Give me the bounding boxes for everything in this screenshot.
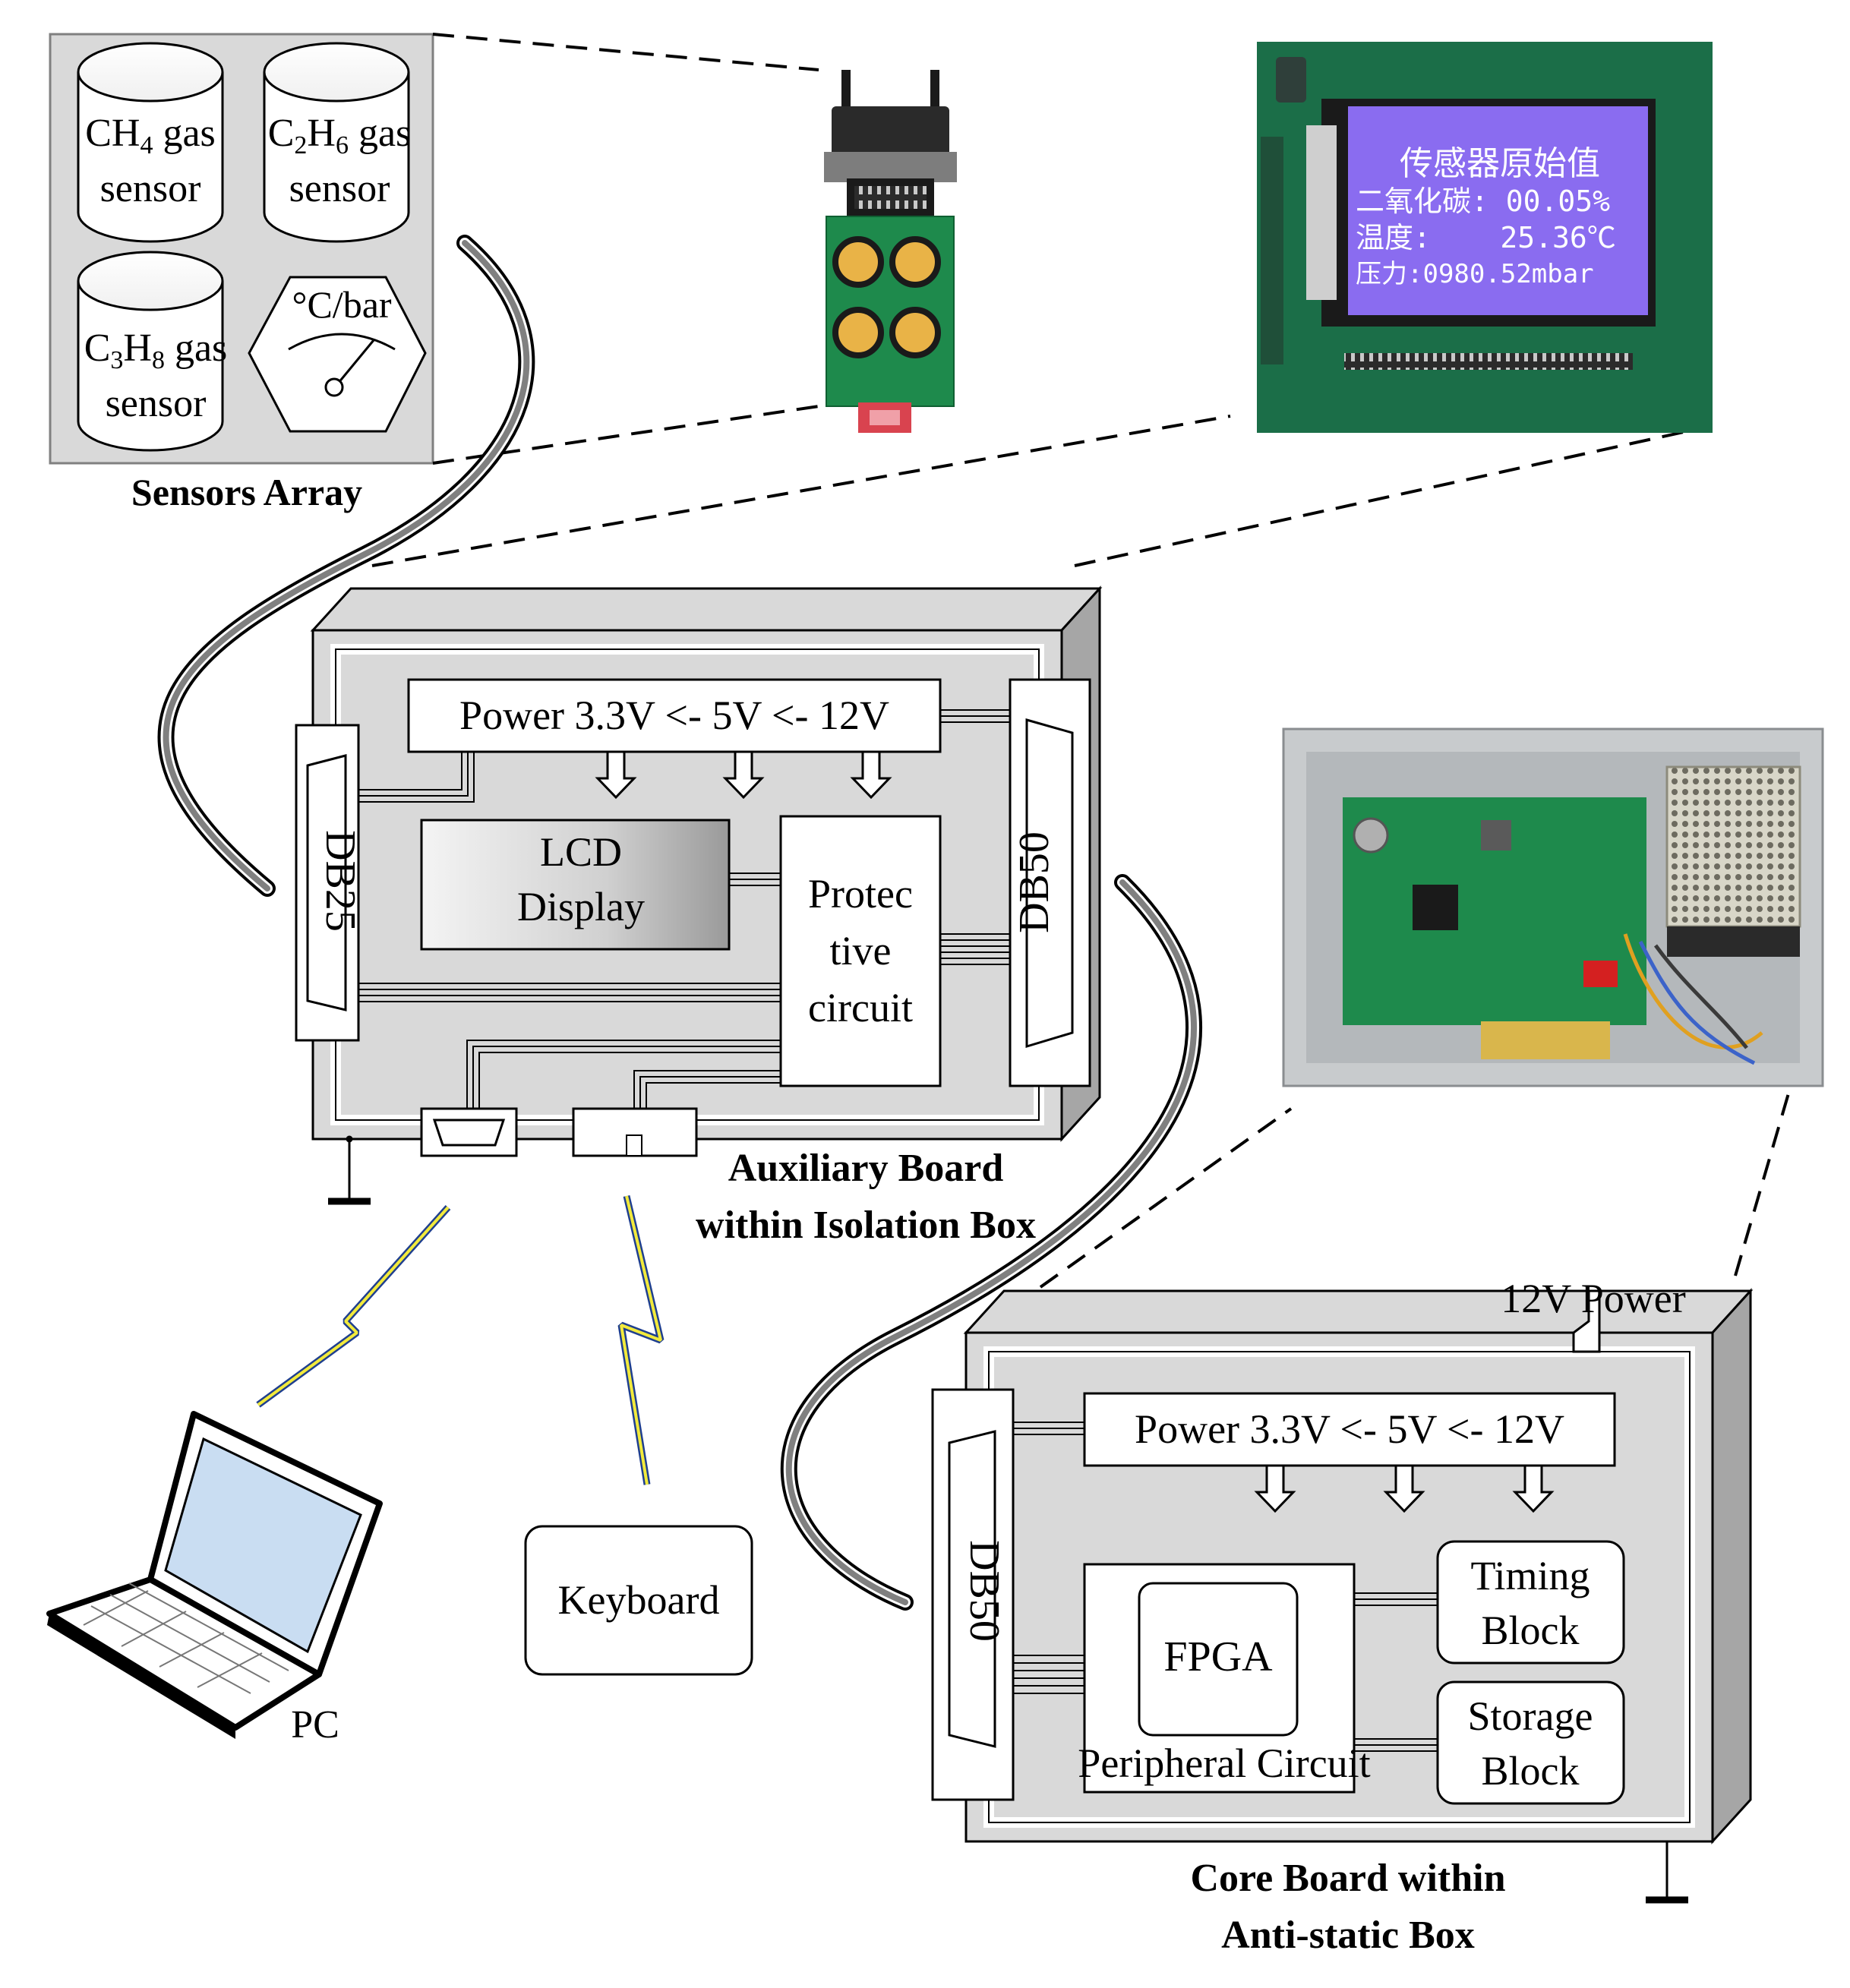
- ch4-sensor-icon: CH4 gas sensor: [77, 42, 224, 243]
- core-peripheral-label: Peripheral Circuit: [1078, 1740, 1370, 1786]
- aux-bus-lines: [358, 709, 1010, 1120]
- ch4-sensor-label: CH4 gas: [85, 112, 216, 159]
- c2h6-sensor-icon: C2H6 gas sensor: [263, 42, 412, 243]
- core-fpga-label: FPGA: [1163, 1633, 1273, 1680]
- core-timing-label-line1: Timing: [1470, 1553, 1590, 1598]
- gauge-unit-label: °C/bar: [292, 283, 391, 326]
- aux-lcd-label-line2: Display: [517, 884, 645, 929]
- aux-power-arrows: [595, 750, 892, 800]
- core-fpga-block: [1138, 1582, 1299, 1737]
- aux-caption-line1: Auxiliary Board: [728, 1147, 1004, 1190]
- core-storage-block: [1436, 1680, 1625, 1805]
- pc-laptop-icon: PC: [46, 1411, 383, 1747]
- core-storage-label-line1: Storage: [1468, 1693, 1593, 1739]
- keyboard-label: Keyboard: [558, 1577, 720, 1623]
- aux-ground-icon: [313, 1135, 371, 1205]
- core-power-label: Power 3.3V <- 5V <- 12V: [1135, 1406, 1564, 1452]
- c3h8-sensor-icon: C3H8 gas sensor: [77, 251, 228, 452]
- core-db50-label: DB50: [961, 1540, 1008, 1642]
- aux-protective-circuit-block: [779, 815, 942, 1087]
- c3h8-sensor-label-line2: sensor: [106, 382, 207, 425]
- wireless-link-pc-icon: [256, 1204, 451, 1408]
- core-storage-label-line2: Block: [1482, 1748, 1580, 1794]
- wireless-link-keyboard-icon: [617, 1194, 665, 1485]
- aux-caption-line2: within Isolation Box: [696, 1204, 1036, 1247]
- c3h8-sensor-label: C3H8 gas: [84, 327, 228, 374]
- cables: [157, 235, 1202, 1611]
- auxiliary-board: Power 3.3V <- 5V <- 12V DB25 DB50 LCD Di…: [295, 585, 1103, 1247]
- core-12v-input-icon: [1572, 1289, 1601, 1353]
- core-board-photo: [1282, 727, 1824, 1087]
- core-ground-icon: [1646, 1841, 1688, 1904]
- c2h6-sensor-label: C2H6 gas: [268, 112, 412, 159]
- lcd-module-photo: 传感器原始值 二氧化碳: 00.05% 温度: 25.36℃ 压力:0980.5…: [1257, 42, 1713, 433]
- keyboard-block: Keyboard: [524, 1525, 753, 1676]
- core-timing-block: [1436, 1540, 1625, 1665]
- sensors-array-caption: Sensors Array: [131, 471, 362, 513]
- core-bus-lines: [1013, 1422, 1438, 1752]
- core-caption-line1: Core Board within: [1190, 1857, 1505, 1900]
- aux-power-label: Power 3.3V <- 5V <- 12V: [459, 693, 889, 738]
- core-power-arrows: [1254, 1464, 1555, 1513]
- c2h6-sensor-label-line2: sensor: [289, 167, 390, 210]
- aux-db25-label: DB25: [317, 830, 364, 932]
- callout-lines: [371, 33, 1790, 1289]
- aux-protective-label-line1: Protec: [808, 871, 913, 917]
- core-caption-line2: Anti-static Box: [1221, 1914, 1475, 1957]
- lcd-photo-line4: 压力:0980.52mbar: [1356, 259, 1594, 289]
- sensor-board-photo: [824, 70, 957, 433]
- aux-lcd-label-line1: LCD: [540, 829, 622, 875]
- lcd-photo-line1: 传感器原始值: [1400, 144, 1600, 183]
- lcd-photo-line2: 二氧化碳: 00.05%: [1356, 185, 1610, 218]
- core-12v-power-label: 12V Power: [1501, 1276, 1686, 1321]
- core-power-block: [1083, 1392, 1616, 1467]
- core-board: 12V Power Power 3.3V <- 5V <- 12V DB50 F…: [931, 1276, 1754, 1957]
- aux-db50-label: DB50: [1011, 831, 1058, 933]
- pc-label: PC: [291, 1703, 339, 1747]
- temperature-pressure-gauge-icon: °C/bar: [248, 276, 427, 433]
- aux-power-block: [407, 678, 942, 753]
- lcd-photo-line3: 温度: 25.36℃: [1356, 221, 1616, 254]
- sensors-array: CH4 gas sensor C2H6 gas sensor C3H8 gas …: [49, 33, 434, 513]
- aux-protective-label-line3: circuit: [808, 985, 913, 1030]
- aux-protective-label-line2: tive: [830, 928, 892, 973]
- ch4-sensor-label-line2: sensor: [100, 167, 201, 210]
- aux-lcd-display-block: [420, 819, 731, 951]
- core-timing-label-line2: Block: [1482, 1608, 1580, 1653]
